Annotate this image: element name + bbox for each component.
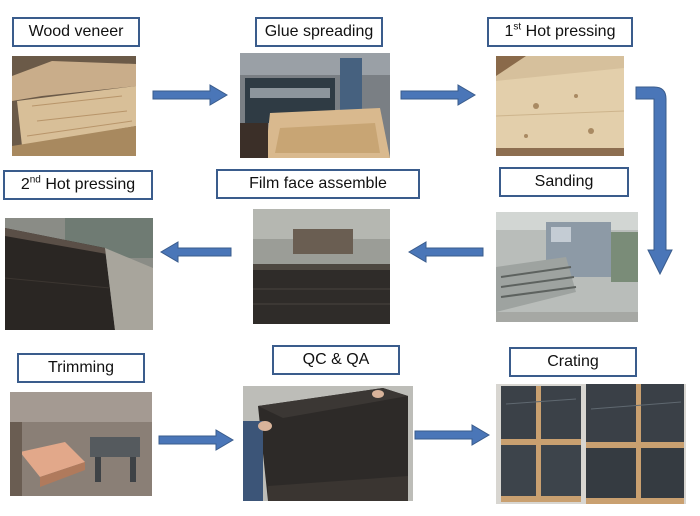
qc-qa-photo bbox=[243, 386, 413, 501]
step-label-first-hot-pressing: 1st Hot pressing bbox=[487, 17, 633, 47]
film-face-assemble-photo bbox=[253, 209, 390, 324]
left-arrow-icon bbox=[408, 241, 484, 263]
step-label-sanding: Sanding bbox=[499, 167, 629, 197]
right-arrow-icon bbox=[400, 84, 476, 106]
step-label-second-hot-pressing: 2nd Hot pressing bbox=[3, 170, 153, 200]
left-arrow-icon bbox=[160, 241, 232, 263]
sanding-photo bbox=[496, 212, 638, 322]
step-label-glue-spreading: Glue spreading bbox=[255, 17, 383, 47]
trimming-photo bbox=[10, 392, 152, 496]
right-arrow-icon bbox=[158, 429, 234, 451]
step-label-trimming: Trimming bbox=[17, 353, 145, 383]
wood-veneer-photo bbox=[12, 56, 136, 156]
first-hot-pressing-photo bbox=[496, 56, 624, 156]
crating-photo bbox=[496, 384, 686, 504]
right-arrow-icon bbox=[414, 424, 490, 446]
step-label-qc-qa: QC & QA bbox=[272, 345, 400, 375]
step-label-film-face-assemble: Film face assemble bbox=[216, 169, 420, 199]
glue-spreading-photo bbox=[240, 53, 390, 158]
curved-down-arrow-icon bbox=[634, 82, 674, 278]
step-label-crating: Crating bbox=[509, 347, 637, 377]
right-arrow-icon bbox=[152, 84, 228, 106]
step-label-wood-veneer: Wood veneer bbox=[12, 17, 140, 47]
second-hot-pressing-photo bbox=[5, 218, 153, 330]
